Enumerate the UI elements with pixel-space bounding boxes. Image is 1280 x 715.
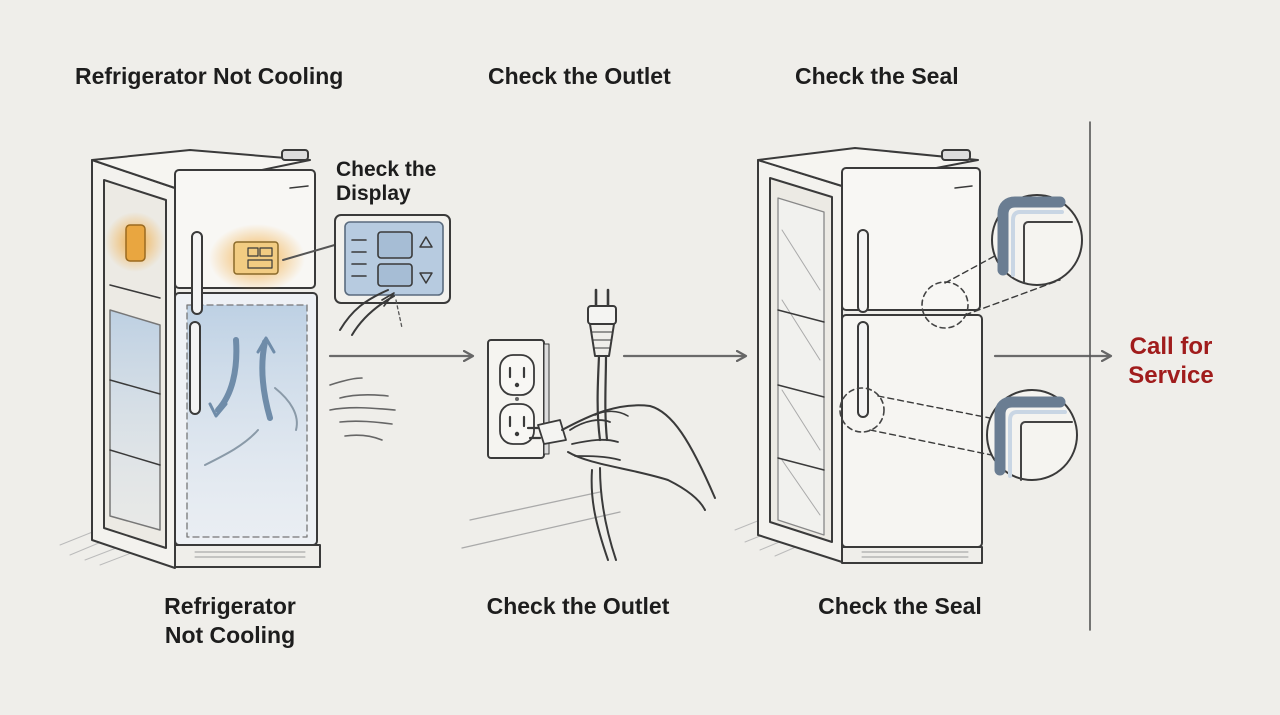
wall-outlet-illustration <box>461 339 621 549</box>
step1-bottom-line1: Refrigerator <box>164 593 296 619</box>
check-display-line1: Check the <box>336 158 437 181</box>
step3-bottom-title: Check the Seal <box>818 593 982 619</box>
fridge-seal-illustration <box>734 147 1061 564</box>
step2-bottom-title: Check the Outlet <box>486 593 670 619</box>
step1-bottom-line2: Not Cooling <box>164 622 296 648</box>
step3-top-title: Check the Seal <box>795 63 959 89</box>
step1-top-title: Refrigerator Not Cooling <box>75 63 344 89</box>
check-display-line2: Display <box>336 182 411 205</box>
power-plug-illustration <box>526 288 716 561</box>
step1-bottom-title: Refrigerator Not Cooling <box>140 592 320 650</box>
check-display-callout: Check the Display <box>336 158 436 206</box>
display-zoom-callout <box>282 214 451 336</box>
fridge-not-cooling-illustration <box>59 149 396 569</box>
call-for-service-line1: Call for <box>1129 333 1213 360</box>
step2-top-title: Check the Outlet <box>488 63 671 89</box>
seal-zoom-top <box>991 194 1083 286</box>
call-for-service-line2: Service <box>1128 362 1214 389</box>
seal-zoom-bottom <box>986 389 1078 481</box>
call-for-service-label: Call for Service <box>1112 332 1230 390</box>
